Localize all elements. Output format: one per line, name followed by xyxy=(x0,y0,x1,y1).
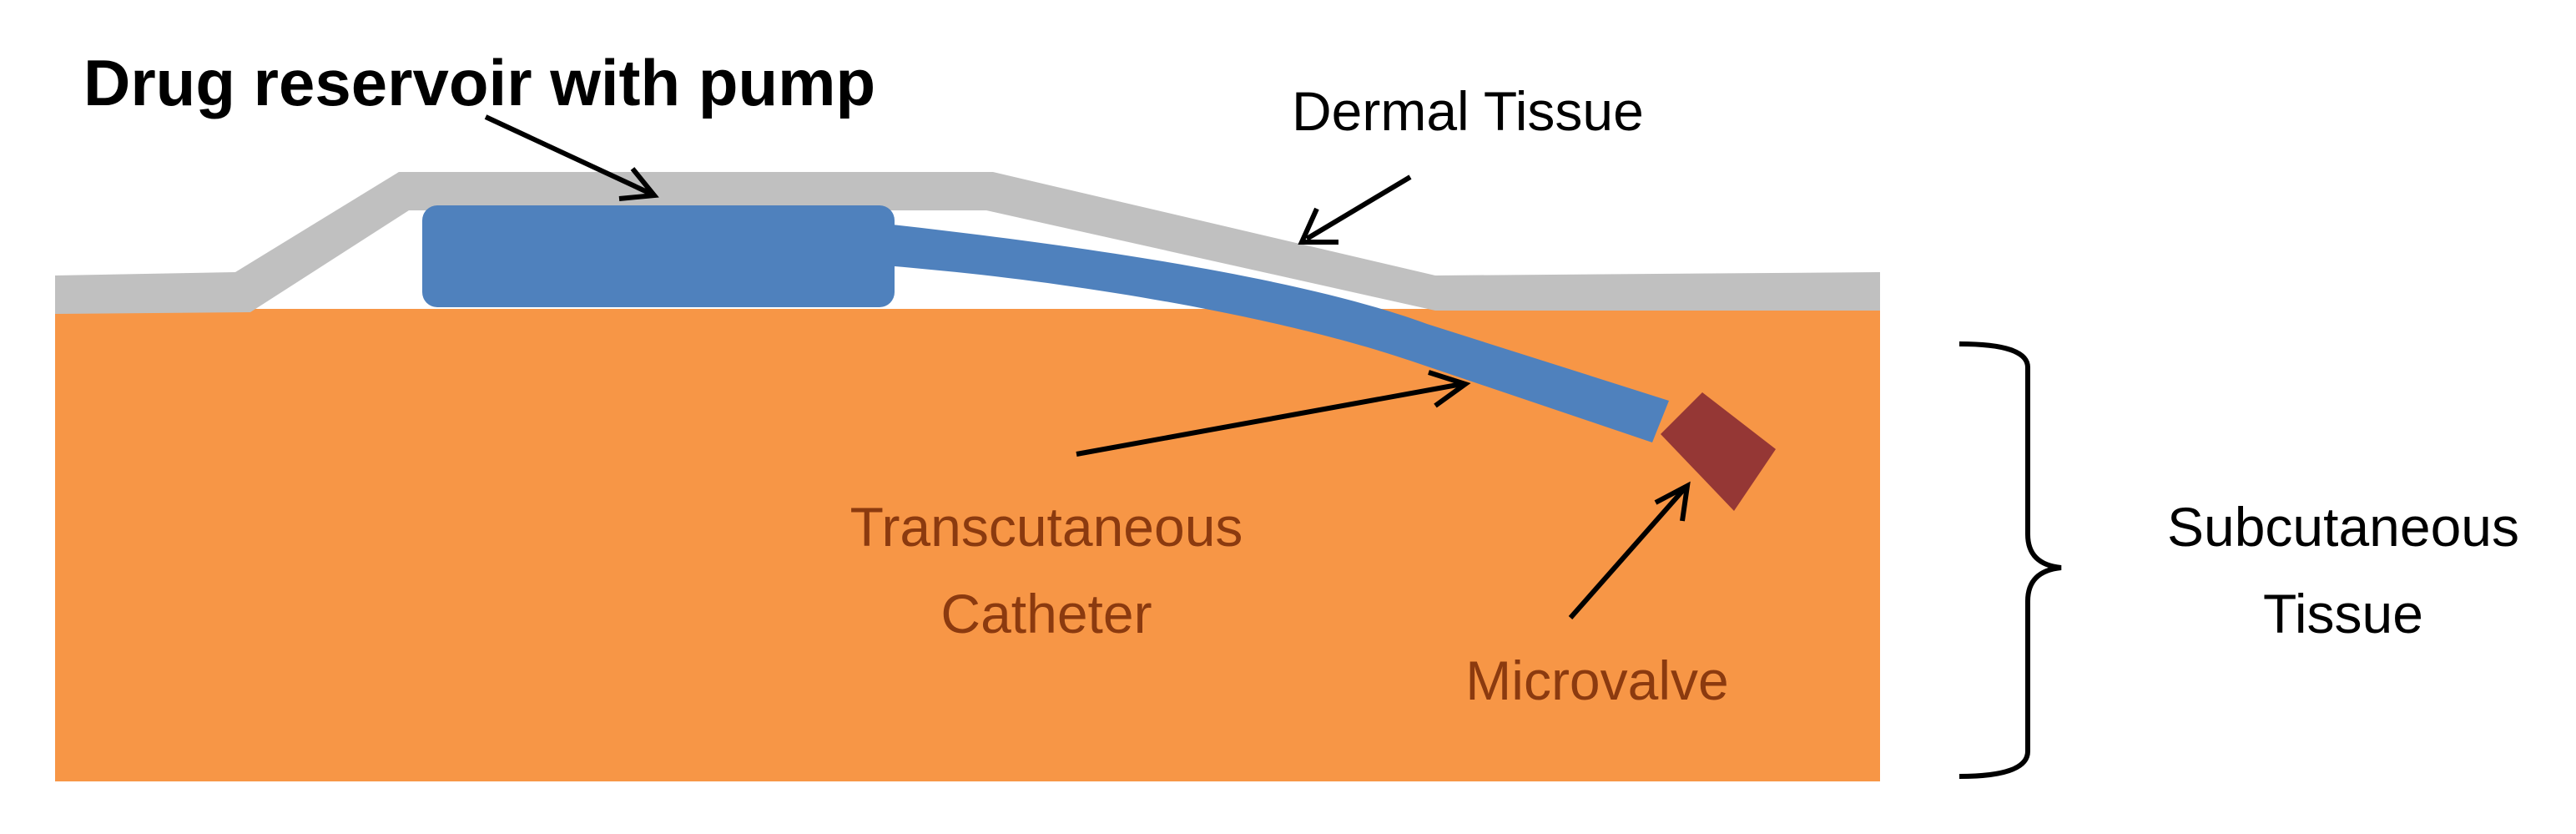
microvalve-arrow xyxy=(1568,488,1686,619)
reservoir-arrow xyxy=(484,114,653,196)
microvalve xyxy=(1661,392,1776,511)
microvalve-arrow-head xyxy=(1654,481,1691,522)
drug-reservoir xyxy=(422,205,895,307)
annotation-arrows xyxy=(484,114,1691,619)
catheter-arrow-head xyxy=(1428,370,1471,408)
subcutaneous-bracket xyxy=(1958,341,2062,779)
dermal-tissue-label: Dermal Tissue xyxy=(1292,80,1644,142)
microvalve-label: Microvalve xyxy=(1465,650,1728,711)
catheter-arrow xyxy=(1076,382,1463,457)
catheter-label-line1: Transcutaneous xyxy=(850,496,1243,558)
reservoir-arrow-head xyxy=(618,167,659,201)
dermal-arrow xyxy=(1305,174,1412,241)
subcutaneous-label-line2: Tissue xyxy=(2263,583,2423,644)
dermal-arrow-head xyxy=(1298,207,1338,245)
transcutaneous-catheter xyxy=(885,224,1669,442)
catheter-label-line2: Catheter xyxy=(940,583,1152,644)
reservoir-label: Drug reservoir with pump xyxy=(83,46,875,119)
subcutaneous-label-line1: Subcutaneous xyxy=(2167,496,2519,558)
